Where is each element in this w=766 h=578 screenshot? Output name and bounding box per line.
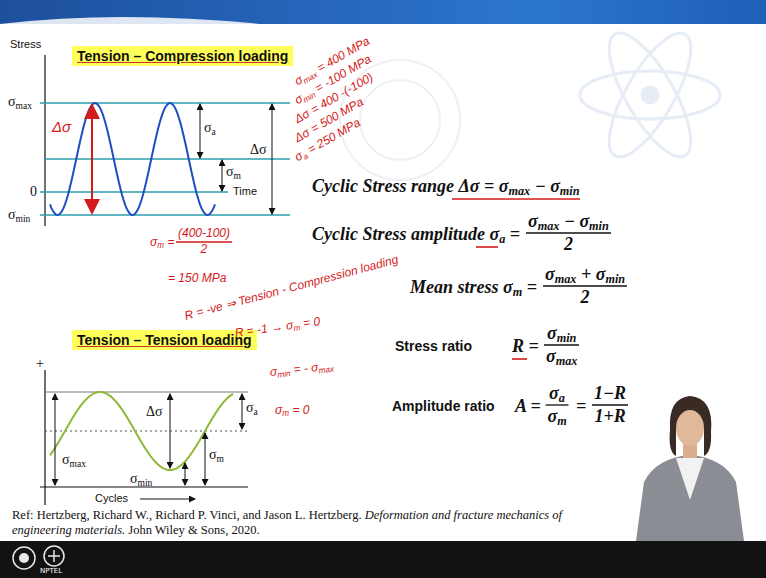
handwritten-note: σm = 0: [275, 404, 309, 418]
axis-title: Cycles: [95, 492, 128, 505]
box-heading: Tension – Tension loading: [77, 332, 252, 348]
handwritten-note: σmin = - σmax: [269, 359, 334, 379]
formula-numerator: σa: [549, 383, 565, 404]
formula-numerator: σmax − σmin: [528, 211, 609, 232]
handwritten-underline: [452, 198, 580, 200]
handwritten-note: = 150 MPa: [168, 272, 226, 286]
axis-label: 0: [30, 184, 37, 200]
formula-denominator: 1+R: [595, 406, 626, 427]
atom-watermark: [580, 22, 720, 167]
handwritten-underline: [476, 246, 498, 248]
formula-denominator: σmax: [546, 346, 577, 367]
dimension-label: σmin: [130, 471, 152, 487]
formula-numerator: σmin: [547, 323, 576, 344]
formula: A =: [515, 396, 541, 417]
formula: R =: [512, 336, 539, 357]
highlight-box: Tension – Tension loading: [72, 330, 257, 350]
handwritten-underline: [512, 358, 527, 360]
fraction-bar: [546, 404, 569, 405]
axis-title: Stress: [10, 38, 41, 51]
handwritten-note: R = -1 → σm = 0: [234, 315, 321, 341]
handwritten-note: 2: [201, 243, 208, 257]
tension-tension-graph: [40, 370, 248, 505]
formula-denominator: 2: [581, 287, 590, 308]
dimension-label: Δσ: [146, 404, 163, 420]
formula-numerator: 1−R: [594, 383, 626, 404]
formula-name: Amplitude ratio: [392, 398, 495, 414]
formula-name: Stress ratio: [395, 338, 472, 354]
presenter-figure: [636, 396, 744, 541]
header-bar: [0, 0, 766, 24]
axis-title: Time: [233, 185, 257, 198]
handwritten-note: σm =: [150, 236, 174, 250]
reference-text: Ref: Hertzberg, Richard W., Richard P. V…: [12, 508, 362, 522]
highlight-box: Tension – Compression loading: [72, 46, 293, 66]
formula: Cyclic Stress amplitude σa =: [312, 224, 520, 245]
handwritten-note: Δσ: [52, 118, 71, 135]
dimension-label: σa: [204, 120, 216, 136]
handwritten-note: (400-100): [178, 227, 230, 241]
formula: Mean stress σm =: [410, 277, 537, 298]
handwritten-note: R = -ve ⇒ Tension - Compression loading: [183, 253, 400, 323]
reference-text: John Wiley & Sons, 2020.: [128, 523, 259, 537]
axis-label: σmin: [8, 207, 30, 223]
dimension-label: σa: [246, 400, 258, 416]
formula-numerator: σmax + σmin: [545, 264, 625, 285]
reference-line: Ref: Hertzberg, Richard W., Richard P. V…: [12, 508, 612, 538]
tension-compression-graph: [40, 55, 290, 226]
formula-denominator: σm: [548, 406, 567, 427]
logo-caption: NPTEL: [40, 567, 62, 575]
dimension-label: σm: [209, 447, 224, 463]
dimension-label: σm: [226, 164, 241, 180]
formula: Cyclic Stress range Δσ = σmax − σmin: [312, 176, 580, 197]
formula-denominator: 2: [564, 234, 573, 255]
dimension-label: σmax: [62, 452, 86, 468]
fraction-bar: [592, 404, 628, 405]
box-heading: Tension – Compression loading: [77, 48, 288, 64]
footer-bar: [0, 541, 766, 578]
formula: =: [576, 396, 586, 417]
footer-logos: [13, 546, 64, 569]
dimension-label: Δσ: [250, 142, 267, 158]
axis-label: +: [36, 356, 44, 372]
header-curve: [0, 17, 260, 24]
axis-label: σmax: [8, 94, 32, 110]
